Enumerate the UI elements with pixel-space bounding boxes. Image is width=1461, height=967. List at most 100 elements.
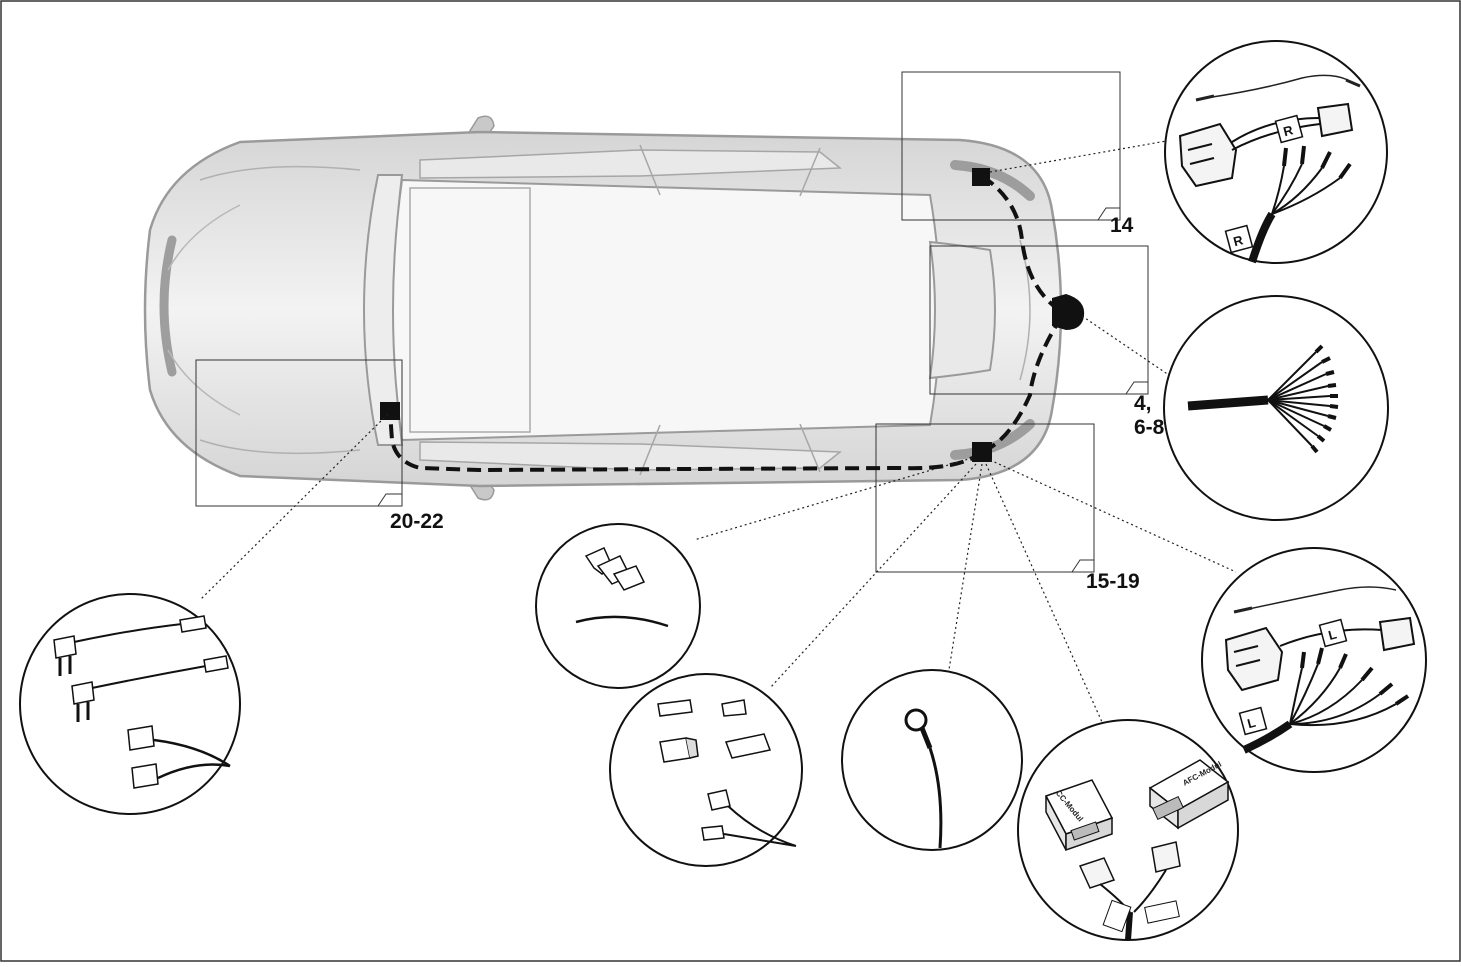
b-pillar xyxy=(639,424,661,476)
flat-socket-icon xyxy=(721,699,747,717)
cable xyxy=(1125,911,1133,941)
fuse-tap-pins xyxy=(76,702,90,722)
wire xyxy=(1231,123,1321,151)
tail-light-right xyxy=(950,160,1035,201)
circle-outline xyxy=(609,673,803,867)
pin-icon xyxy=(1195,94,1215,102)
hood-line xyxy=(199,439,361,455)
wire xyxy=(73,623,183,643)
callout-14: 14 xyxy=(1110,214,1134,237)
frame-rear-right xyxy=(901,71,1121,221)
c-pillar xyxy=(799,147,821,197)
plug-connector-icon xyxy=(1378,616,1416,652)
wire xyxy=(1271,163,1303,215)
frame-marker xyxy=(1071,559,1094,573)
callout-15-19: 15-19 xyxy=(1086,570,1140,593)
leader-line xyxy=(693,457,973,541)
connector-rear-right xyxy=(972,168,990,186)
harness-left-branch xyxy=(981,314,1064,454)
wire xyxy=(1205,74,1349,99)
hood-line xyxy=(167,349,241,416)
leader-line xyxy=(199,413,389,601)
callout-4: 4, xyxy=(1134,392,1152,415)
module-plug-icon xyxy=(1151,841,1181,873)
wire xyxy=(91,665,207,689)
wire xyxy=(1271,167,1323,215)
side-label-r: R xyxy=(1282,122,1296,139)
plug-connector-icon xyxy=(1224,626,1284,692)
roof xyxy=(392,178,941,442)
frame-rear-left xyxy=(875,423,1095,573)
hood-line xyxy=(167,204,241,271)
b-pillar xyxy=(639,144,661,196)
tow-socket-icon xyxy=(1052,294,1085,330)
module-plug-icon xyxy=(1078,857,1116,889)
flat-connector-icon xyxy=(179,615,207,633)
small-socket-icon xyxy=(701,825,725,841)
fuse-tap-icon xyxy=(53,635,77,659)
wire xyxy=(723,805,797,847)
flat-plug-icon xyxy=(657,699,693,717)
cable-wires xyxy=(1267,351,1331,447)
callout-20-22: 20-22 xyxy=(390,510,444,533)
wire xyxy=(1231,117,1321,143)
wire xyxy=(1271,165,1285,215)
frame-marker xyxy=(1097,207,1120,221)
connector-rear-left xyxy=(972,442,992,462)
headlight xyxy=(159,235,177,377)
cable-terminals xyxy=(1310,344,1339,454)
car-top-view xyxy=(143,115,1063,501)
small-plug-icon xyxy=(707,789,731,811)
pin-icon xyxy=(1233,606,1253,614)
connector-front-left xyxy=(380,402,400,420)
plug-housing-icon xyxy=(131,763,159,789)
tail-light-left xyxy=(950,419,1035,460)
leader-line xyxy=(989,459,1237,573)
sunroof xyxy=(409,187,531,433)
c-pillar xyxy=(799,423,821,473)
detail-circle-modules: CC-Modul AFC-Modul xyxy=(1017,719,1239,941)
detail-circle-clips xyxy=(535,523,701,689)
cable-tag xyxy=(1102,899,1132,933)
plug-detail xyxy=(1187,143,1215,165)
terminal-crimp xyxy=(919,727,933,749)
detail-circle-right-harness: R R xyxy=(1164,40,1388,264)
leader-line xyxy=(989,139,1173,173)
circle-outline xyxy=(535,523,701,689)
cable-wires xyxy=(1289,663,1397,727)
side-tag-l xyxy=(1318,618,1348,648)
side-tag-l xyxy=(1238,706,1268,736)
wire xyxy=(928,747,943,849)
wire xyxy=(575,615,669,628)
cable xyxy=(1242,720,1293,754)
cable xyxy=(1248,211,1276,264)
frame-tow-socket xyxy=(929,245,1149,395)
circle-outline xyxy=(19,593,241,815)
fuse-tap-pins xyxy=(58,656,72,676)
afc-module-icon: AFC-Modul xyxy=(1148,759,1230,830)
terminal-pins xyxy=(1282,145,1352,180)
harness-right-branch xyxy=(980,174,1064,314)
harness-main xyxy=(388,411,984,473)
flat-connector-icon xyxy=(203,655,229,673)
plug-detail xyxy=(1233,645,1261,667)
detail-circle-left-harness: L L xyxy=(1201,547,1427,773)
plug-connector-icon xyxy=(1316,102,1354,138)
frame-marker xyxy=(1125,381,1148,395)
plug-connector-icon xyxy=(1178,122,1238,188)
cc-module-icon: CC-Modul xyxy=(1044,779,1114,852)
terminal-pins xyxy=(1300,647,1410,706)
plug-housing-icon xyxy=(127,725,155,751)
wire xyxy=(153,738,231,780)
hood-line xyxy=(199,165,361,181)
frame-front-left xyxy=(195,359,403,507)
fuse-tap-icon xyxy=(71,681,95,705)
detail-circle-flat-connectors xyxy=(609,673,803,867)
socket-housing-icon xyxy=(724,733,772,759)
leader-line xyxy=(947,463,983,677)
pin-icon xyxy=(1345,78,1361,88)
side-tag-r xyxy=(1224,224,1254,254)
side-label-l: L xyxy=(1246,715,1258,732)
